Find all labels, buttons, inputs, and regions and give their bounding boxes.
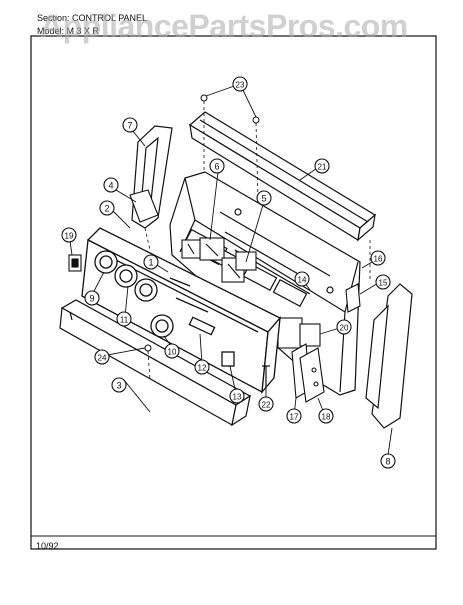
callout-12: 12	[194, 359, 210, 375]
callout-4: 4	[103, 177, 119, 193]
callout-19: 19	[61, 227, 77, 243]
callout-15: 15	[375, 274, 391, 290]
callout-24: 24	[94, 349, 110, 365]
page-frame	[30, 35, 437, 550]
part-long-screw	[262, 365, 270, 388]
part-right-end-cap	[365, 283, 413, 429]
svg-text:17: 17	[290, 413, 299, 422]
date-code: 10/92	[36, 541, 59, 551]
callout-7: 7	[122, 117, 138, 133]
svg-text:12: 12	[198, 364, 207, 373]
svg-text:5: 5	[261, 194, 266, 204]
svg-text:23: 23	[236, 81, 245, 90]
part-lower-bracket	[291, 343, 325, 403]
callout-6: 6	[209, 158, 225, 174]
model-value: M 3 X R	[66, 26, 100, 36]
svg-text:24: 24	[98, 354, 107, 363]
callout-3: 3	[111, 377, 127, 393]
callout-2: 2	[99, 200, 115, 216]
callout-11: 11	[116, 311, 132, 327]
svg-text:14: 14	[298, 276, 307, 285]
part-small-bracket	[129, 189, 159, 223]
part-switch-block	[181, 237, 225, 261]
svg-text:3: 3	[116, 381, 121, 391]
callout-22: 22	[258, 396, 274, 412]
svg-text:13: 13	[233, 393, 242, 402]
callout-13: 13	[229, 388, 245, 404]
callout-8: 8	[380, 453, 396, 469]
callout-leaders	[68, 83, 393, 456]
part-small-switch	[68, 254, 82, 272]
svg-text:19: 19	[65, 232, 74, 241]
part-lower-trim	[59, 299, 252, 427]
callout-18: 18	[318, 408, 334, 424]
callout-23: 23	[232, 76, 248, 92]
callout-9: 9	[84, 290, 100, 306]
part-right-housing	[277, 317, 321, 349]
svg-text:9: 9	[89, 294, 94, 304]
svg-text:22: 22	[262, 401, 271, 410]
callout-20: 20	[336, 319, 352, 335]
svg-text:10: 10	[168, 348, 177, 357]
callout-10: 10	[164, 343, 180, 359]
callout-14: 14	[294, 271, 310, 287]
section-label: Section:	[37, 13, 70, 23]
svg-text:16: 16	[374, 255, 383, 264]
svg-text:18: 18	[322, 413, 331, 422]
callout-balloons: 1 2 3 4 5 6 7 8 9 10 11 12 13 14 15 16 1…	[61, 76, 396, 469]
part-screw	[144, 344, 152, 352]
callout-21: 21	[314, 158, 330, 174]
callout-16: 16	[370, 250, 386, 266]
svg-text:2: 2	[104, 204, 109, 214]
part-timer-module	[221, 251, 257, 283]
part-top-bracket	[188, 111, 377, 242]
assembly-guide-lines	[144, 101, 371, 381]
svg-text:20: 20	[340, 324, 349, 333]
model-label: Model:	[37, 26, 65, 36]
svg-text:11: 11	[120, 316, 129, 325]
svg-text:1: 1	[148, 258, 153, 268]
svg-text:21: 21	[318, 163, 327, 172]
callout-17: 17	[286, 408, 302, 424]
svg-text:8: 8	[385, 457, 390, 467]
svg-text:4: 4	[108, 181, 113, 191]
model-heading: Model: M 3 X R	[37, 26, 99, 36]
site-watermark: AppliancePartsPros.com	[40, 8, 408, 44]
svg-text:6: 6	[214, 162, 219, 172]
section-heading: Section: CONTROL PANEL	[37, 13, 147, 23]
svg-text:7: 7	[127, 121, 132, 131]
section-value: CONTROL PANEL	[72, 13, 148, 23]
part-fasteners	[200, 94, 260, 124]
callout-1: 1	[143, 254, 159, 270]
callout-5: 5	[256, 190, 272, 206]
part-right-clip	[345, 283, 361, 313]
svg-text:15: 15	[379, 279, 388, 288]
part-control-panel	[81, 227, 282, 394]
